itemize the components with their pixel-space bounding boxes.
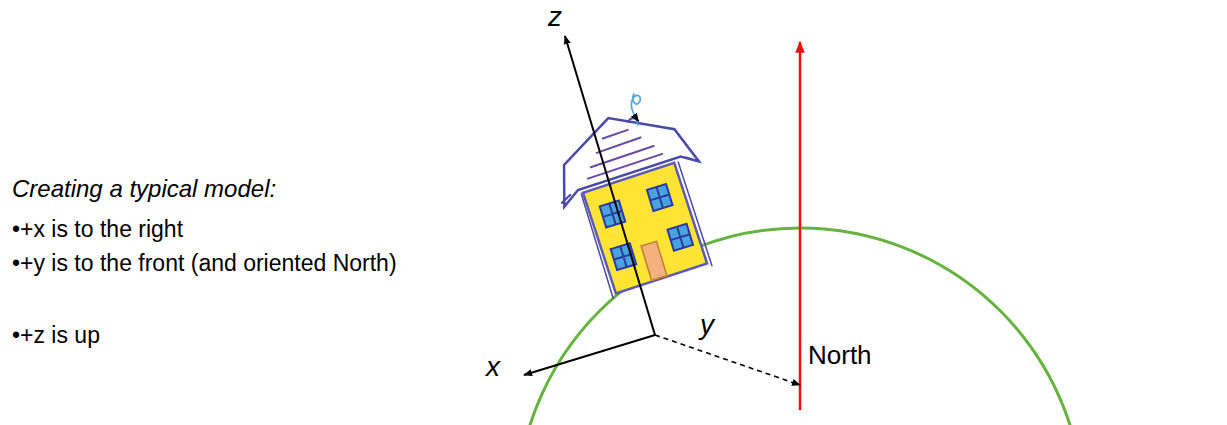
intro-heading: Creating a typical model: [12, 172, 472, 206]
x-axis [524, 335, 655, 375]
wall-edge [580, 161, 712, 299]
house-door [641, 241, 667, 280]
roof-eaves [559, 154, 699, 204]
roof-shingles [577, 122, 664, 179]
z-axis [565, 36, 655, 335]
bullet-note: •+y is to the front (and oriented North) [12, 246, 452, 280]
house-drawing [537, 81, 730, 305]
bullet-note: •+x is to the right [12, 212, 472, 246]
chimney-smoke [628, 92, 648, 126]
axis-label: y [700, 310, 714, 340]
axis-label: z [548, 2, 562, 32]
y-axis [655, 335, 800, 385]
bullet-note: •+z is up [12, 318, 472, 352]
house-roof [543, 96, 700, 206]
north-arrow [799, 42, 802, 410]
chimney-curl [628, 117, 639, 125]
axis-label: x [486, 352, 500, 382]
direction-label: North [808, 340, 872, 370]
